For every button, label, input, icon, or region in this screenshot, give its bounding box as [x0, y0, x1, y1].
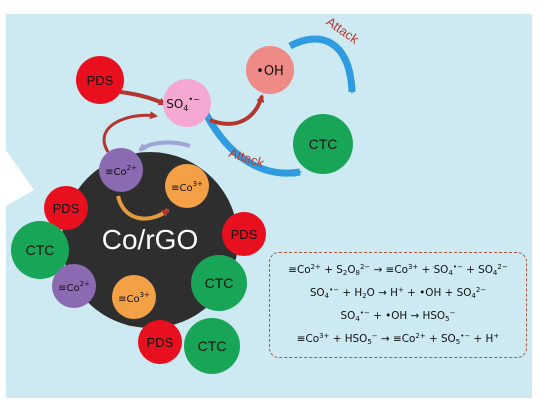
ctc-label-target: CTC [309, 136, 338, 152]
co3-site-bottom [112, 275, 156, 319]
arrow-so4-to-ctc [201, 110, 302, 177]
pds-label-top: PDS [87, 73, 114, 88]
so4-radical-sphere [163, 79, 211, 127]
oh-radical-label: •OH [256, 64, 284, 79]
arrow-co3-to-co2 [138, 140, 191, 152]
oh-radical-sphere [246, 46, 294, 94]
ctc-sphere-bottom [184, 318, 240, 374]
pds-label-bottom: PDS [147, 335, 174, 350]
pds-sphere-top [76, 56, 124, 104]
reaction-equations-box: ≡Co2+ + S2O82− → ≡Co3+ + SO4•− + SO42− SO… [269, 252, 527, 358]
arrow-co2-to-so4 [102, 111, 158, 153]
core-label: Co/rGO [102, 224, 198, 255]
co2-site-bottom [52, 264, 96, 308]
arrow-pds-to-so4 [119, 90, 167, 106]
reaction-equation: ≡Co3+ + HSO5− → ≡Co2+ + SO5•− + H+ [296, 332, 500, 346]
ctc-sphere-left [11, 221, 69, 279]
reaction-equation: ≡Co2+ + S2O82− → ≡Co3+ + SO4•− + SO42− [288, 263, 508, 277]
ctc-label-bottom: CTC [198, 338, 227, 354]
arrow-co2-to-co3 [116, 195, 170, 221]
arrow-so4-to-oh [209, 94, 265, 126]
pds-sphere-bottom [138, 320, 182, 364]
ctc-label-left: CTC [26, 242, 55, 258]
pds-label-right: PDS [231, 227, 258, 242]
pds-label-left: PDS [53, 201, 80, 216]
ctc-sphere-right [191, 255, 247, 311]
arrow-oh-to-ctc [288, 35, 356, 94]
ctc-sphere-target [293, 114, 353, 174]
reaction-equation: SO4•− + H2O → H+ + •OH + SO42− [309, 286, 487, 300]
pds-sphere-right [222, 212, 266, 256]
ctc-label-right: CTC [205, 275, 234, 291]
reaction-equation: SO4•− + •OH → HSO5− [340, 309, 456, 323]
co3-site-top [165, 164, 209, 208]
co2-site-top [99, 148, 143, 192]
pds-sphere-left [44, 186, 88, 230]
